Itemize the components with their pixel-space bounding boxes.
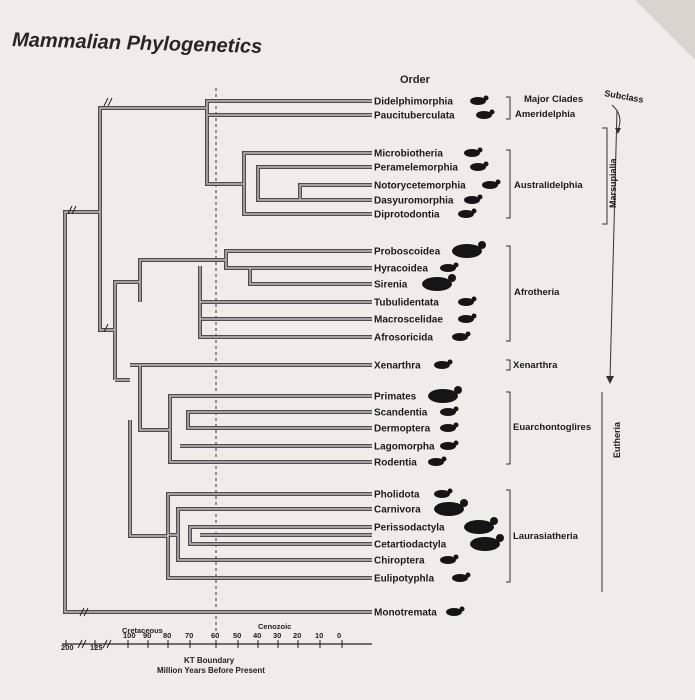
axis-caption: Million Years Before Present [157,666,265,675]
order-label: Peramelemorphia [374,163,458,174]
opossum-icon [470,95,489,105]
axis-tick-label: 40 [253,631,261,640]
axis-tick-label: 60 [211,631,219,640]
axis-tick-label: 20 [293,631,301,640]
axis-tick-label: 70 [185,631,193,640]
order-label: Macroscelidae [374,315,443,326]
quoll-icon [464,194,483,204]
gorilla-icon [428,386,462,403]
monito-icon [464,147,483,157]
order-label: Pholidota [374,490,420,501]
time-axis [62,639,372,649]
tenrec-icon [452,331,471,341]
axis-tick-label: 80 [163,631,171,640]
order-label: Sirenia [374,280,408,291]
order-label: Lagomorpha [374,442,435,453]
platypus-icon [446,606,465,616]
axis-tick-label: 0 [337,631,341,640]
era-cenozoic: Cenozoic [258,622,291,631]
order-label: Proboscoidea [374,247,441,258]
order-label: Cetartiodactyla [374,540,447,551]
axis-tick-label: 200 [61,643,74,652]
hyrax-icon [440,262,459,272]
order-labels: DidelphimorphiaPaucituberculataMicrobiot… [374,97,466,619]
phylogenetic-tree [63,97,372,617]
order-label: Xenarthra [374,361,421,372]
order-label: Chiroptera [374,556,425,567]
treeshrew-icon [440,406,459,416]
clade-australidelphia: Australidelphia [514,180,583,191]
clade-ameridelphia: Ameridelphia [515,109,576,120]
axis-tick-label: 10 [315,631,323,640]
pangolin-icon [434,488,453,498]
era-cretaceous: Cretaceous [122,626,163,635]
kt-boundary-label: KT Boundary [184,656,235,665]
axis-tick-label: 30 [273,631,281,640]
rabbit-icon [440,440,459,450]
rodent-icon [428,456,447,466]
subclass-brackets [601,104,621,592]
order-label: Paucituberculata [374,111,455,122]
bandicoot-icon [470,161,489,171]
order-label: Rodentia [374,458,417,469]
order-label: Hyracoidea [374,264,428,275]
animal-silhouettes [422,95,504,616]
order-label: Dermoptera [374,424,431,435]
order-label: Eulipotyphla [374,574,434,585]
clade-euarchontoglires: Euarchontoglires [513,422,591,433]
paper-fold-corner [635,0,695,60]
manatee-icon [422,274,456,291]
kangaroo-icon [458,208,477,218]
page-title: Mammalian Phylogenetics [12,29,263,58]
hedgehog-icon [452,572,471,582]
clade-laurasiatheria: Laurasiatheria [513,531,579,542]
wolf-icon [434,499,468,516]
clade-afrotheria: Afrotheria [514,287,560,298]
order-label: Tubulidentata [374,298,439,309]
order-label: Microbiotheria [374,149,443,160]
colugo-icon [440,422,459,432]
subclass-marsupialia: Marsupialia [608,157,618,208]
axis-tick-label: 90 [143,631,151,640]
aardvark-icon [458,296,477,306]
subclass-eutheria: Eutheria [612,421,622,458]
order-label: Scandentia [374,408,428,419]
order-label: Didelphimorphia [374,97,453,108]
elephant-shrew-icon [458,313,477,323]
bat-icon [440,554,459,564]
axis-tick-label: 125 [90,643,103,652]
major-clades-header: Major Clades [524,94,583,105]
order-label: Monotremata [374,608,437,619]
marsupial-mole-icon [482,179,501,189]
armadillo-icon [434,359,453,369]
order-label: Notorycetemorphia [374,181,466,192]
order-label: Carnivora [374,505,421,516]
subclass-header: Subclass [604,88,645,105]
axis-tick-label: 50 [233,631,241,640]
order-label: Primates [374,392,417,403]
whale-icon [470,534,504,551]
clade-brackets [506,96,511,583]
order-column-header: Order [400,74,431,86]
order-label: Afrosoricida [374,333,433,344]
clade-xenarthra: Xenarthra [513,360,558,371]
horse-icon [464,517,498,534]
shrew-opossum-icon [476,109,495,119]
elephant-icon [452,241,486,258]
axis-tick-label: 100 [123,631,136,640]
order-label: Dasyuromorphia [374,196,454,207]
order-label: Perissodactyla [374,523,445,534]
order-label: Diprotodontia [374,210,440,221]
